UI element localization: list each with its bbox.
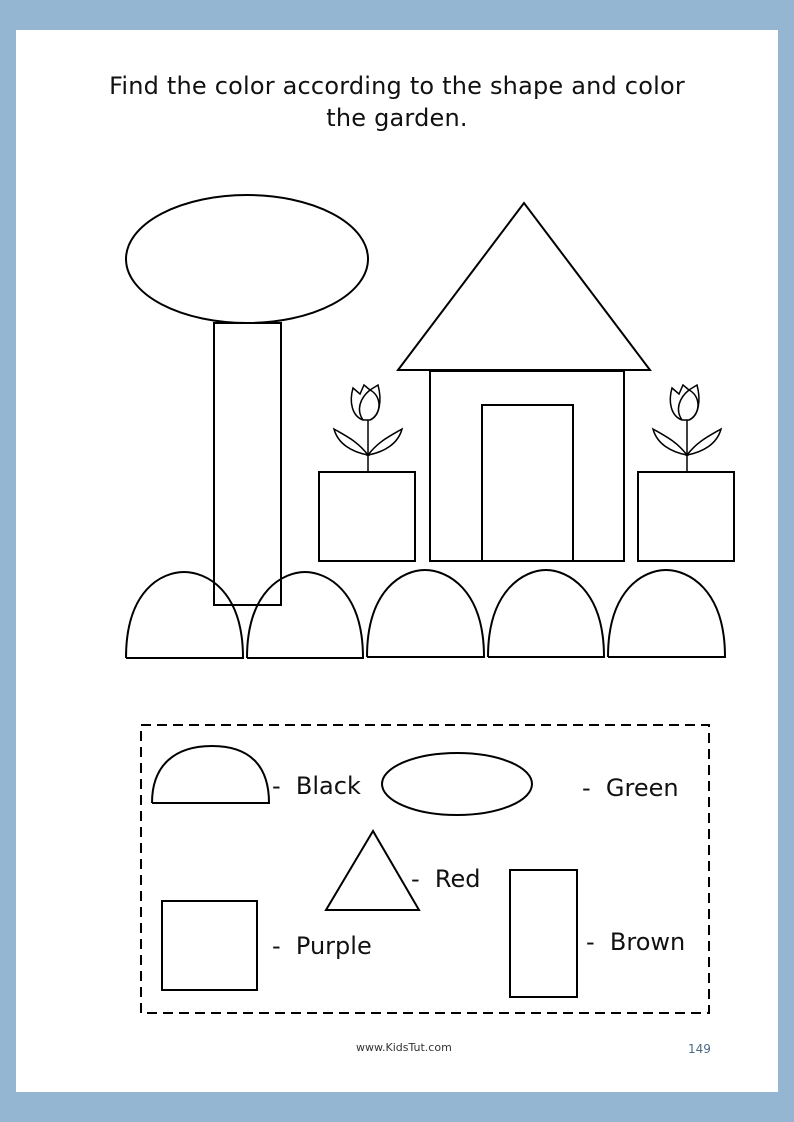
legend-triangle-shape bbox=[324, 829, 421, 911]
legend-ellipse-shape bbox=[381, 752, 533, 816]
worksheet-page: Find the color according to the shape an… bbox=[16, 30, 778, 1092]
legend-box bbox=[140, 724, 710, 1014]
bush-semicircle-3 bbox=[366, 568, 486, 658]
footer-website: www.KidsTut.com bbox=[356, 1041, 452, 1054]
bush-semicircle-5 bbox=[607, 568, 727, 658]
flower-pot-right-square bbox=[637, 471, 735, 562]
tulip-left-icon bbox=[332, 383, 404, 472]
legend-label-red: - Red bbox=[411, 865, 481, 893]
legend-rectangle-shape bbox=[509, 869, 578, 998]
bush-semicircle-1 bbox=[125, 570, 245, 659]
page-number: 149 bbox=[688, 1042, 711, 1056]
bush-semicircle-4 bbox=[487, 568, 606, 658]
legend-square-shape bbox=[161, 900, 258, 991]
legend-label-green: - Green bbox=[582, 774, 679, 802]
bush-semicircle-2 bbox=[246, 570, 365, 659]
tulip-right-icon bbox=[651, 383, 723, 472]
legend-label-brown: - Brown bbox=[586, 928, 686, 956]
tree-crown-ellipse bbox=[125, 194, 369, 324]
title-line-1: Find the color according to the shape an… bbox=[109, 72, 685, 100]
title-line-2: the garden. bbox=[326, 104, 468, 132]
house-wall-rectangle bbox=[429, 370, 625, 562]
house-door-rectangle bbox=[481, 404, 574, 562]
garden-scene bbox=[125, 194, 735, 1014]
legend-label-purple: - Purple bbox=[272, 932, 372, 960]
flower-pot-left-square bbox=[318, 471, 416, 562]
worksheet-title: Find the color according to the shape an… bbox=[16, 70, 778, 134]
tree-trunk-rectangle bbox=[213, 322, 282, 606]
legend-semicircle-shape bbox=[151, 744, 271, 804]
legend-label-black: - Black bbox=[272, 772, 361, 800]
house-roof-triangle bbox=[395, 201, 653, 371]
